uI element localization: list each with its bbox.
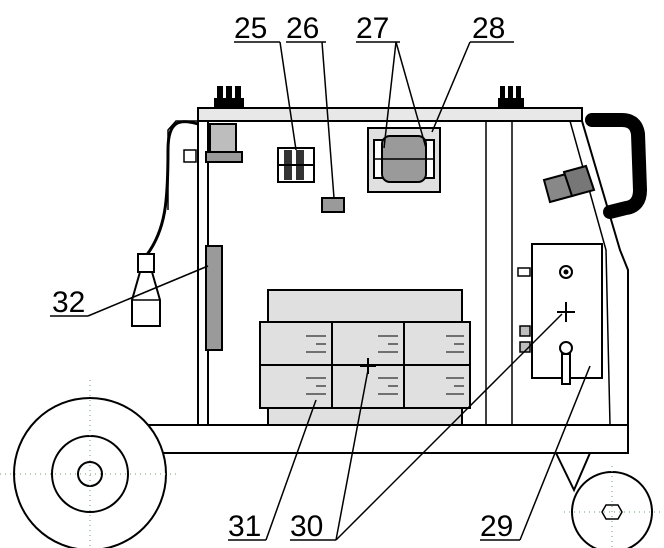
callout-28: 28	[472, 12, 505, 45]
front-lip	[167, 120, 198, 210]
callout-31: 31	[228, 510, 261, 543]
lifting-lug-left	[214, 86, 244, 108]
callout-30: 30	[290, 510, 323, 543]
large-wheel	[0, 380, 180, 548]
front-socket	[205, 123, 243, 163]
callout-29: 29	[480, 510, 513, 543]
lifting-lug-right	[498, 86, 524, 108]
castor-wheel	[555, 452, 660, 548]
rectifier-board	[517, 243, 603, 385]
top-frame	[197, 107, 583, 122]
aux-transformer	[367, 127, 441, 193]
callout-25: 25	[234, 12, 267, 45]
filter-board	[205, 245, 223, 351]
callout-27: 27	[356, 12, 389, 45]
control-module	[321, 197, 345, 213]
mains-plug	[131, 253, 161, 327]
carry-handle	[585, 113, 647, 219]
callout-26: 26	[286, 12, 319, 45]
rear-connector	[542, 164, 596, 204]
power-cable	[144, 120, 199, 257]
leader-lines	[50, 41, 591, 541]
callout-32: 32	[52, 286, 85, 319]
main-transformer	[259, 289, 471, 426]
base-rail	[139, 424, 629, 454]
relay	[277, 147, 315, 183]
rear-panel	[569, 120, 611, 426]
